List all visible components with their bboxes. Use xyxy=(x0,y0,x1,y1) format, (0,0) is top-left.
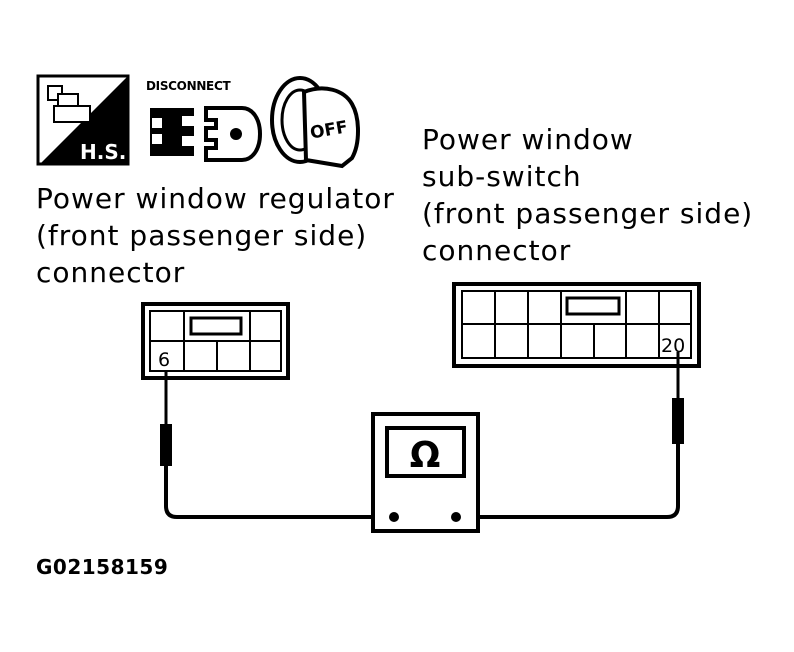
left-terminal-number: 6 xyxy=(158,349,170,371)
right-label-line-4: connector xyxy=(422,234,572,267)
figure-id: G02158159 xyxy=(36,555,169,579)
left-label-line-3: connector xyxy=(36,256,186,289)
harness-side-icon: H.S. xyxy=(36,74,130,166)
disconnect-text: DISCONNECT xyxy=(146,79,231,93)
right-label-line-1: Power window xyxy=(422,123,634,156)
right-connector: 20 xyxy=(452,282,701,368)
meter-terminal-right xyxy=(451,512,461,522)
right-terminal-number: 20 xyxy=(661,335,685,357)
right-connector-label: Power window sub-switch (front passenger… xyxy=(422,121,753,269)
left-probe-lead xyxy=(160,372,394,519)
right-label-line-2: sub-switch xyxy=(422,160,582,193)
harness-side-text: H.S. xyxy=(80,140,126,164)
right-label-line-3: (front passenger side) xyxy=(422,197,754,230)
ohm-symbol: Ω xyxy=(410,435,441,476)
meter-terminal-left xyxy=(389,512,399,522)
left-connector: 6 xyxy=(141,302,290,380)
ohmmeter: Ω xyxy=(371,412,480,533)
right-probe-lead xyxy=(456,352,684,519)
ignition-off-key-icon: OFF xyxy=(270,76,360,169)
left-label-line-2: (front passenger side) xyxy=(36,219,368,252)
disconnect-connector-icon: DISCONNECT xyxy=(146,79,263,162)
left-connector-label: Power window regulator (front passenger … xyxy=(36,180,395,291)
left-label-line-1: Power window regulator xyxy=(36,182,395,215)
